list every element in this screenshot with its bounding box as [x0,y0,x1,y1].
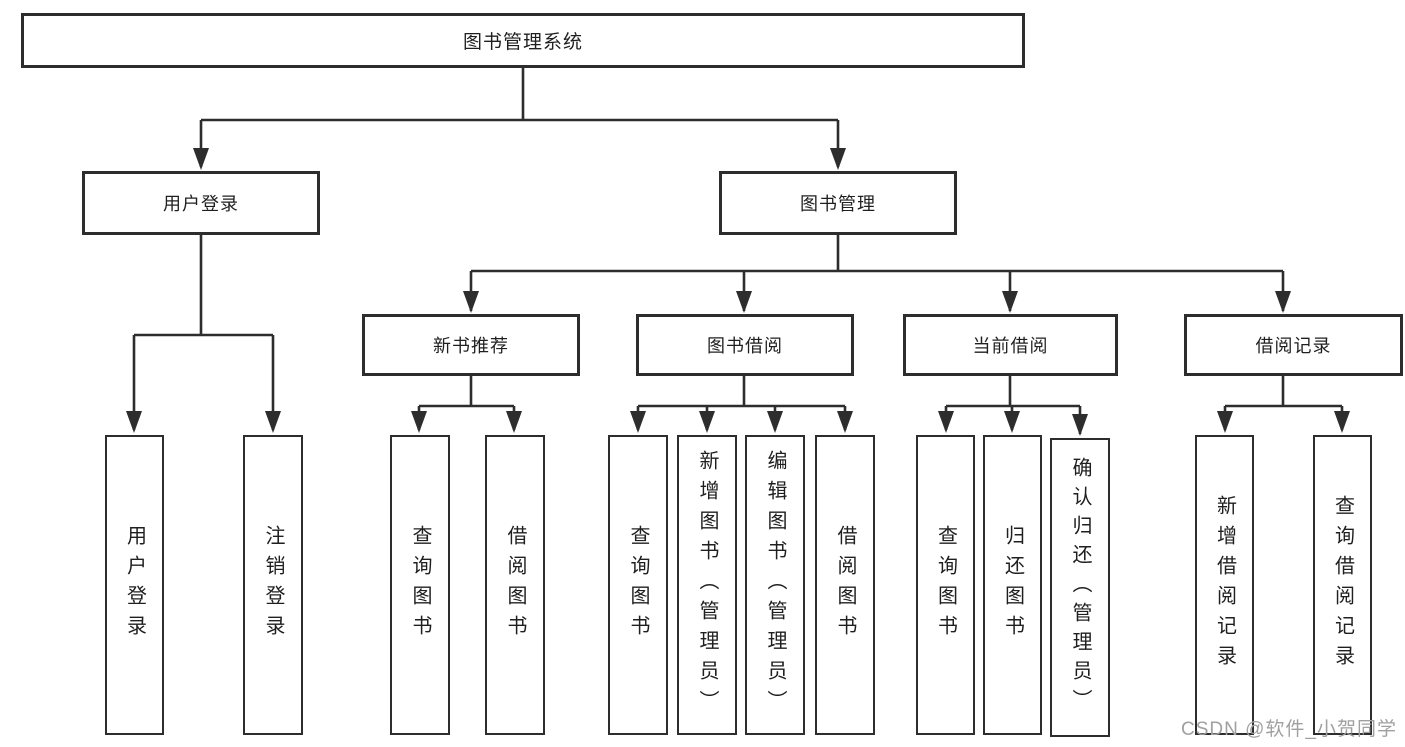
node-user-login: 用户登录 [82,171,320,235]
leaf-borrow-books-recommend: 借阅图书 [485,435,545,735]
leaf-return-books: 归还图书 [983,435,1042,735]
node-book-borrowing: 图书借阅 [636,314,854,376]
node-borrowing-records: 借阅记录 [1184,314,1403,376]
leaf-add-borrowing-record: 新增借阅记录 [1195,435,1254,735]
watermark: CSDN @软件_小贺同学 [1181,719,1397,740]
leaf-query-borrowing-record: 查询借阅记录 [1313,435,1372,735]
leaf-borrow-books-borrowing: 借阅图书 [815,435,875,735]
node-book-management: 图书管理 [719,171,957,235]
leaf-query-books-borrowing: 查询图书 [608,435,668,735]
leaf-logout-login: 注销登录 [243,435,303,735]
leaf-user-login: 用户登录 [105,435,164,735]
leaf-edit-books-admin: 编辑图书（管理员） [745,435,805,735]
leaf-query-books-current: 查询图书 [916,435,975,735]
leaf-confirm-return-admin: 确认归还（管理员） [1050,438,1110,737]
node-library-management-system: 图书管理系统 [21,13,1025,68]
leaf-add-books-admin: 新增图书（管理员） [677,435,737,735]
leaf-query-books-recommend: 查询图书 [390,435,450,735]
node-new-book-recommendation: 新书推荐 [362,314,580,376]
node-current-borrowing: 当前借阅 [903,314,1118,376]
